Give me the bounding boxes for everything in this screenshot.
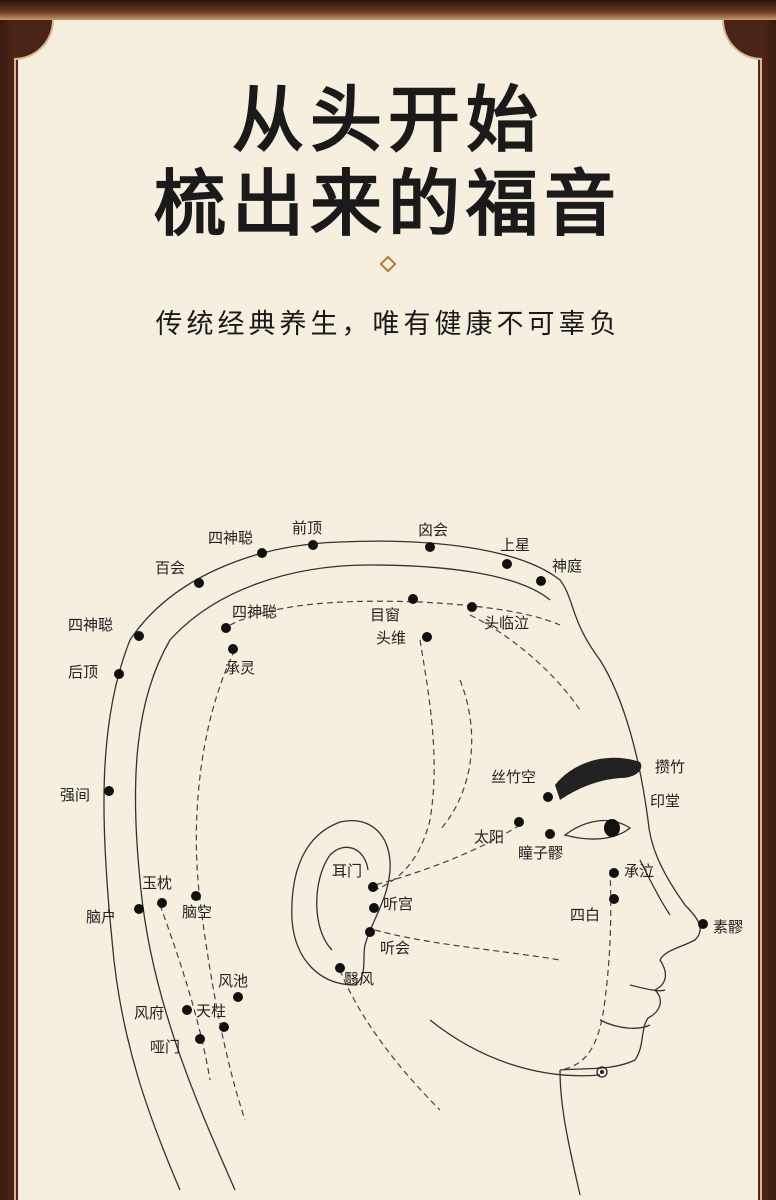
dot-qianding xyxy=(308,540,318,550)
dot-sishencong-top xyxy=(257,548,267,558)
dot-yuzhen xyxy=(157,898,167,908)
label-baihui: 百会 xyxy=(155,559,185,577)
meridian-7 xyxy=(374,929,561,961)
label-naokong: 脑空 xyxy=(182,903,212,921)
acupoint-labels: 四神聪 前顶 囟会 上星 神庭 百会 四神聪 四神聪 目窗 头临泣 头维 后顶 … xyxy=(60,519,743,1056)
jaw-line xyxy=(429,1019,601,1077)
dot-toulinqi xyxy=(467,602,477,612)
dot-tianzhu xyxy=(219,1022,229,1032)
eye-outline xyxy=(563,819,632,840)
dot-chengqi xyxy=(609,868,619,878)
dot-taiyang xyxy=(514,817,524,827)
label-yamen: 哑门 xyxy=(150,1038,180,1056)
label-shenting: 神庭 xyxy=(552,557,582,575)
label-tianzhu: 天柱 xyxy=(196,1002,226,1020)
label-sishencong-back: 四神聪 xyxy=(68,616,113,634)
meridian-6 xyxy=(559,869,612,1071)
meridian-3 xyxy=(374,639,435,891)
meridian-2 xyxy=(195,649,246,1121)
label-muchuang: 目窗 xyxy=(370,606,400,624)
dot-naokong xyxy=(191,891,201,901)
dot-sizhukong xyxy=(543,792,553,802)
meridian-8 xyxy=(339,969,441,1111)
eyebrow-shape xyxy=(555,757,642,800)
label-tongziliao: 瞳子髎 xyxy=(518,844,563,862)
dot-yifeng xyxy=(335,963,345,973)
label-qianding: 前顶 xyxy=(292,519,322,537)
acupoint-dots xyxy=(104,540,708,1044)
page-subtitle: 传统经典养生，唯有健康不可辜负 xyxy=(155,309,621,340)
mouth-line xyxy=(629,984,666,992)
label-sibai: 四白 xyxy=(570,906,600,924)
dot-xinhui xyxy=(425,542,435,552)
label-sishencong-top: 四神聪 xyxy=(208,529,253,547)
dot-baihui xyxy=(194,578,204,588)
dot-muchuang xyxy=(408,594,418,604)
meridian-9 xyxy=(159,904,211,1081)
ear-inner xyxy=(316,846,369,951)
dot-fengfu xyxy=(182,1005,192,1015)
dot-qiangjian xyxy=(104,786,114,796)
label-yifeng: 翳风 xyxy=(344,970,374,988)
dot-suliao xyxy=(698,919,708,929)
throat-mark-ring xyxy=(596,1066,608,1078)
label-chengling: 承灵 xyxy=(225,659,255,677)
label-fengchi: 风池 xyxy=(218,972,248,990)
dot-chengling xyxy=(228,644,238,654)
label-chengqi: 承泣 xyxy=(624,862,654,880)
dot-sishencong-mid xyxy=(221,623,231,633)
head-outline xyxy=(103,540,701,1191)
chin-line xyxy=(599,1019,651,1029)
label-taiyang: 太阳 xyxy=(474,828,504,846)
page-title-line1: 从头开始 xyxy=(231,77,544,162)
label-zanzhu: 攒竹 xyxy=(655,758,685,776)
frame-top-bar xyxy=(0,0,776,20)
dot-naohu xyxy=(134,904,144,914)
meridian-10 xyxy=(439,679,473,831)
label-touwei: 头维 xyxy=(376,629,406,647)
dot-tongziliao xyxy=(545,829,555,839)
label-xinhui: 囟会 xyxy=(418,521,448,539)
dot-tinghui xyxy=(365,927,375,937)
label-suliao: 素髎 xyxy=(713,918,743,936)
label-tinggong: 听宫 xyxy=(383,895,413,913)
meridian-4 xyxy=(469,614,581,711)
dot-tinggong xyxy=(369,903,379,913)
dot-yamen xyxy=(195,1034,205,1044)
label-sishencong-mid: 四神聪 xyxy=(232,603,277,621)
label-sizhukong: 丝竹空 xyxy=(491,768,536,786)
eye-pupil xyxy=(604,819,620,837)
label-yuzhen: 玉枕 xyxy=(142,874,172,892)
dot-ermen xyxy=(368,882,378,892)
label-ermen: 耳门 xyxy=(332,862,362,880)
label-houding: 后顶 xyxy=(68,663,98,681)
label-toulinqi: 头临泣 xyxy=(484,614,529,632)
dot-sibai xyxy=(609,894,619,904)
label-yintang: 印堂 xyxy=(650,792,680,810)
label-shangxing: 上星 xyxy=(500,536,530,554)
dot-shangxing xyxy=(502,559,512,569)
content-panel xyxy=(18,20,758,1200)
label-qiangjian: 强间 xyxy=(60,786,90,804)
meridian-1 xyxy=(229,600,561,626)
neck-line xyxy=(559,1069,581,1196)
dot-fengchi xyxy=(233,992,243,1002)
dot-sishencong-back xyxy=(134,631,144,641)
meridian-5 xyxy=(374,824,521,886)
dot-touwei xyxy=(422,632,432,642)
ear-outline xyxy=(291,820,391,986)
label-tinghui: 听会 xyxy=(380,939,410,957)
label-naohu: 脑户 xyxy=(86,908,116,926)
dot-shenting xyxy=(536,576,546,586)
page-title-line2: 梳出来的福音 xyxy=(153,161,622,246)
hairline-contour xyxy=(134,564,551,1191)
throat-mark-dot xyxy=(600,1070,604,1074)
nose-line xyxy=(639,859,671,916)
label-fengfu: 风府 xyxy=(134,1004,164,1022)
dot-houding xyxy=(114,669,124,679)
